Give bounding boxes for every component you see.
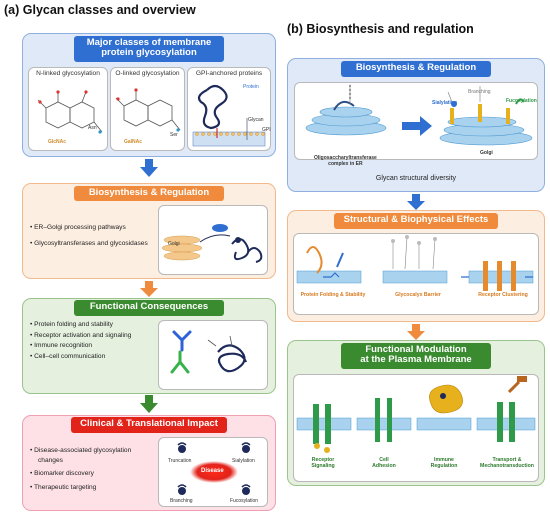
gpi-label: GPI: [262, 127, 271, 133]
major-classes-header: Major classes of membrane protein glycos…: [74, 36, 224, 62]
right-sialylation-label: Sialylation: [432, 100, 458, 106]
functional-consequences-image: [158, 320, 268, 390]
functional-modulation-header: Functional Modulation at the Plasma Memb…: [341, 343, 491, 369]
bullet-item: • Glycosyltransferases and glycosidases: [30, 239, 148, 247]
branching-label: Branching: [170, 498, 193, 504]
left-biosynthesis-bullets: • ER–Golgi processing pathways • Glycosy…: [30, 223, 148, 248]
gpi-title: GPI-anchored proteins: [195, 70, 263, 77]
golgi-label: Golgi: [168, 241, 180, 247]
o-linked-structure-illustration: [115, 88, 181, 132]
transport-mechanotransduction-label: Transport &Mechanotransduction: [480, 457, 534, 470]
clinical-impact-header: Clinical & Translational Impact: [71, 417, 227, 433]
antibody-illustration: [170, 330, 248, 374]
golgi-illustration: [161, 224, 263, 263]
er-label: ER: [218, 210, 225, 216]
left-section-title: (a) Glycan classes and overview: [4, 3, 196, 17]
left-biosynthesis-header: Biosynthesis & Regulation: [74, 186, 224, 201]
ser-label: Ser: [170, 132, 178, 138]
galnac-label: GalNAc: [124, 139, 143, 145]
functional-modulation-header-line1: Functional Modulation: [365, 344, 467, 355]
right-biosynthesis-header: Biosynthesis & Regulation: [341, 61, 491, 77]
gpi-anchor-illustration: [192, 84, 266, 147]
bullet-item: • Receptor activation and signaling: [30, 331, 132, 339]
glycan-label: Glycan: [248, 117, 264, 123]
o-linked-title: O-linked glycosylation: [115, 70, 180, 77]
right-down-arrow-2: [407, 324, 425, 340]
functional-modulation-illustration: [296, 376, 536, 453]
structural-effects-illustration: [296, 235, 534, 291]
er-golgi-illustration: [305, 84, 533, 146]
truncation-label: Truncation: [168, 458, 192, 464]
bullet-item: • Biomarker discovery: [30, 470, 94, 478]
bullet-item: • ER–Golgi processing pathways: [30, 224, 126, 231]
disease-label: Disease: [201, 468, 224, 474]
down-arrow-2: [140, 281, 158, 297]
n-linked-title: N-linked glycosylation: [36, 70, 100, 77]
bullet-item: • Therapeutic targeting: [30, 483, 97, 491]
structural-effects-header: Structural & Biophysical Effects: [334, 213, 498, 229]
major-classes-header-line2: protein glycosylation: [101, 47, 197, 59]
functional-modulation-header-line2: at the Plasma Membrane: [360, 354, 472, 366]
ost-label: Oligosaccharyltransferase complex in ER: [314, 155, 377, 167]
bullet-item: changes: [38, 456, 63, 464]
right-fucosylation-label: Fucosylation: [506, 98, 537, 104]
bullet-item: • Disease-associated glycosylation: [30, 447, 132, 454]
functional-consequences-header: Functional Consequences: [74, 300, 224, 316]
down-arrow-1: [140, 159, 158, 177]
bullet-item: • Protein folding and stability: [30, 321, 113, 328]
down-arrow-3: [140, 395, 158, 413]
asn-label: Asn: [88, 125, 97, 131]
glycan-diversity-caption: Glycan structural diversity: [375, 175, 457, 182]
major-classes-header-line1: Major classes of membrane: [86, 37, 212, 48]
right-golgi-label: Golgi: [480, 150, 493, 156]
functional-consequences-bullets: • Protein folding and stability • Recept…: [30, 320, 131, 362]
receptor-clustering-label: Receptor Clustering: [478, 292, 528, 298]
disease-glycan-illustration: [177, 442, 251, 495]
glycocalyx-barrier-label: Glycocalyx Barrier: [395, 292, 441, 298]
fucosylation-label: Fucosylation: [230, 498, 259, 504]
glcnac-label: GlcNAc: [48, 139, 67, 145]
protein-label: Protein: [243, 84, 259, 90]
o-linked-panel: O-linked glycosylation: [110, 67, 185, 151]
n-linked-structure-illustration: [37, 90, 103, 134]
sialylation-label: Sialylation: [232, 458, 255, 464]
bullet-item: • Immune recognition: [30, 342, 93, 350]
clinical-impact-bullets: • Disease-associated glycosylation chang…: [30, 446, 131, 492]
right-down-arrow-1: [407, 194, 425, 210]
protein-folding-label: Protein Folding & Stability: [300, 292, 366, 298]
right-branching-label: Branching: [468, 89, 491, 95]
n-linked-panel: N-linked glycosylation: [28, 67, 108, 151]
right-section-title: (b) Biosynthesis and regulation: [287, 22, 474, 36]
bullet-item: • Cell–cell communication: [30, 352, 106, 360]
